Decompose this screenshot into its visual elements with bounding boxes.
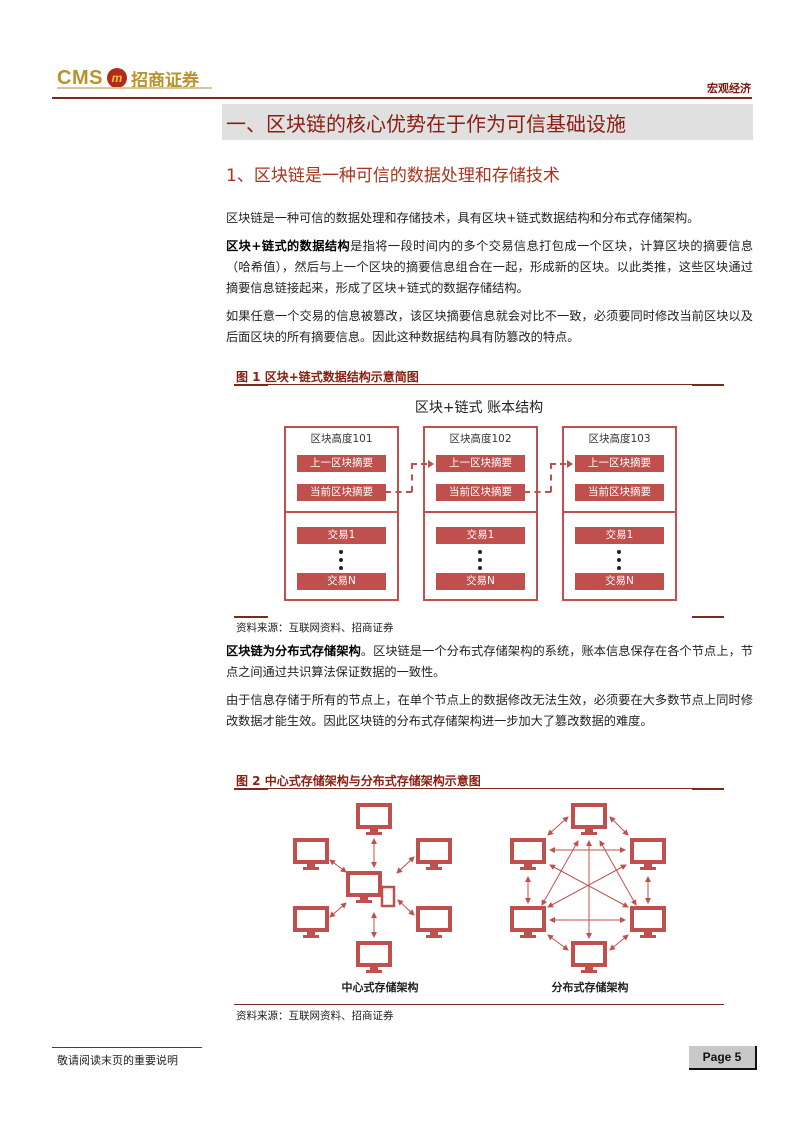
curr-hash-bar: 当前区块摘要 (436, 484, 525, 501)
figure-2-source: 资料来源：互联网资料、招商证券 (236, 1010, 394, 1022)
paragraph-4: 区块链为分布式存储架构。区块链是一个分布式存储架构的系统，账本信息保存在各个节点… (226, 641, 753, 683)
ellipsis-dots (478, 550, 482, 574)
tx-first-bar: 交易1 (436, 527, 525, 544)
paragraph-2-text: 是指将一段时间内的多个交易信息打包成一个区块，计算区块的摘要信息（哈希值），然后… (226, 239, 754, 295)
paragraph-3: 如果任意一个交易的信息被篡改，该区块摘要信息就会对比不一致，必须要同时修改当前区… (226, 309, 753, 344)
tx-first-bar: 交易1 (575, 527, 664, 544)
cms-logo: CMS m 招商证券 (57, 63, 199, 93)
centralized-label: 中心式存储架构 (342, 980, 419, 994)
paragraph-2-bold: 区块+链式的数据结构 (226, 239, 351, 253)
figure-2-bottom-rule (234, 1004, 724, 1005)
figure-2-rule-accent-right (692, 788, 724, 790)
tx-first-bar: 交易1 (297, 527, 386, 544)
section-label: 宏观经济 (707, 82, 751, 95)
curr-hash-bar: 当前区块摘要 (297, 484, 386, 501)
ellipsis-dots (617, 550, 621, 574)
footer-disclaimer: 敬请阅读末页的重要说明 (57, 1054, 178, 1067)
paragraph-1: 区块链是一种可信的数据处理和存储技术，具有区块+链式数据结构和分布式存储架构。 (226, 211, 700, 225)
prev-hash-bar: 上一区块摘要 (575, 455, 664, 472)
link-connector-1b (411, 463, 413, 492)
block-divider (425, 511, 536, 513)
section-title: 一、区块链的核心优势在于作为可信基础设施 (226, 111, 626, 136)
link-connector-2c (550, 463, 566, 465)
block-divider (564, 511, 675, 513)
logo-underline (57, 87, 212, 89)
prev-hash-bar: 上一区块摘要 (436, 455, 525, 472)
logo-text: CMS (57, 66, 103, 89)
arrow-right-icon (428, 460, 434, 468)
paragraph-4-bold: 区块链为分布式存储架构 (226, 644, 361, 658)
block-height-label: 区块高度101 (310, 433, 373, 445)
storage-architecture-diagram: 中心式存储架构 分布式存储架构 (293, 803, 666, 994)
ellipsis-dots (339, 550, 343, 574)
curr-hash-bar: 当前区块摘要 (575, 484, 664, 501)
centralized-diagram (293, 803, 452, 975)
link-connector-1a (385, 491, 412, 493)
block-102: 区块高度102 上一区块摘要 当前区块摘要 交易1 交易N (423, 426, 538, 601)
figure-2-title: 图 2 中心式存储架构与分布式存储架构示意图 (236, 774, 481, 788)
figure-1-bottom-rule-left (234, 616, 268, 618)
link-connector-2a (524, 491, 551, 493)
distributed-diagram (510, 803, 666, 975)
block-height-label: 区块高度103 (588, 433, 651, 445)
block-divider (286, 511, 397, 513)
paragraph-5: 由于信息存储于所有的节点上，在单个节点上的数据修改无法生效，必须要在大多数节点上… (226, 693, 753, 728)
chain-diagram-title: 区块+链式 账本结构 (414, 400, 544, 416)
block-103: 区块高度103 上一区块摘要 当前区块摘要 交易1 交易N (562, 426, 677, 601)
tx-last-bar: 交易N (436, 573, 525, 590)
distributed-label: 分布式存储架构 (552, 980, 629, 994)
figure-2-top-rule (234, 788, 724, 789)
tx-last-bar: 交易N (297, 573, 386, 590)
link-connector-1c (411, 463, 427, 465)
figure-1-rule-accent-left (234, 384, 268, 386)
figure-1-title: 图 1 区块+链式数据结构示意简图 (236, 370, 419, 384)
block-height-label: 区块高度102 (449, 433, 512, 445)
tx-last-bar: 交易N (575, 573, 664, 590)
figure-1-bottom-rule-right (692, 616, 724, 618)
prev-hash-bar: 上一区块摘要 (297, 455, 386, 472)
block-101: 区块高度101 上一区块摘要 当前区块摘要 交易1 交易N (284, 426, 399, 601)
paragraph-4-text: 。区块链是一个分布式存储架构的系统，账本信息保存在各个节点上，节点之间通过共识算… (226, 644, 754, 679)
section-title-band: 一、区块链的核心优势在于作为可信基础设施 (222, 104, 753, 140)
figure-1-source: 资料来源：互联网资料、招商证券 (236, 622, 394, 634)
footer-rule (52, 1047, 202, 1048)
arrow-right-icon (567, 460, 573, 468)
figure-1-rule-accent-right (692, 384, 724, 386)
figure-1-top-rule (234, 384, 724, 385)
link-connector-2b (550, 463, 552, 492)
subsection-title: 1、区块链是一种可信的数据处理和存储技术 (226, 166, 560, 186)
logo-badge-icon: m (106, 68, 127, 88)
paragraph-2: 区块+链式的数据结构是指将一段时间内的多个交易信息打包成一个区块，计算区块的摘要… (226, 236, 753, 299)
page-number: Page 5 (689, 1046, 757, 1070)
logo-cn-text: 招商证券 (130, 70, 199, 91)
figure-2-rule-accent-left (234, 788, 268, 790)
header-divider (52, 97, 752, 99)
